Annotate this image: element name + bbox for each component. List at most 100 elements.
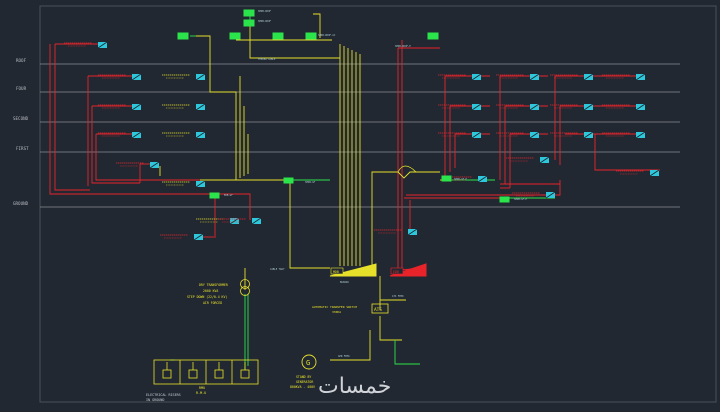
- panel-diagonal: [97, 41, 108, 49]
- panel-diagonal: [583, 73, 594, 81]
- panel-diagonal: [149, 161, 160, 169]
- emergency-distribution-board[interactable]: EDB: [389, 263, 427, 277]
- panel-diagonal: [407, 228, 418, 236]
- busbar-arc: [397, 165, 417, 173]
- svg-text:AIR FORCED: AIR FORCED: [203, 301, 222, 305]
- panel-diagonal: [635, 73, 646, 81]
- svg-text:CABLE TRAY: CABLE TRAY: [270, 268, 285, 271]
- svg-text:FEEDER CABLE: FEEDER CABLE: [258, 58, 276, 61]
- sub-distribution-panel[interactable]: [98, 73, 142, 81]
- main-distribution-board[interactable]: MDB: [329, 263, 377, 277]
- panel-diagonal: [195, 131, 206, 139]
- svg-text:BUSBAR: BUSBAR: [340, 281, 349, 284]
- sub-distribution-panel[interactable]: [616, 169, 660, 177]
- sub-distribution-panel[interactable]: [98, 131, 142, 139]
- panel-diagonal: [193, 233, 204, 241]
- generator-caption: STAND BY GENERATOR 800KVA - 400V: [290, 375, 315, 389]
- svg-text:2000 KVA: 2000 KVA: [203, 289, 218, 293]
- cable-annotations: SMDB-ROOF SMDB-ROOF SMDB-ROOF-AC FEEDER …: [224, 10, 528, 358]
- panel-diagonal: [583, 131, 594, 139]
- sub-distribution-panel[interactable]: [160, 233, 204, 241]
- sub-distribution-panel[interactable]: [438, 73, 482, 81]
- sub-distribution-panel[interactable]: [374, 228, 418, 236]
- sub-distribution-panel[interactable]: [512, 191, 556, 199]
- sub-distribution-panel[interactable]: [64, 41, 108, 49]
- panel-diagonal: [477, 175, 488, 183]
- svg-text:ELECTRICAL RISERS: ELECTRICAL RISERS: [146, 393, 181, 397]
- svg-text:AUTOMATIC TRANSFER SWITCH: AUTOMATIC TRANSFER SWITCH: [312, 305, 357, 309]
- db-ground-green-2[interactable]: [209, 192, 220, 199]
- sub-distribution-panel[interactable]: [162, 73, 206, 81]
- db-roof-green-5[interactable]: [272, 32, 284, 40]
- sub-distribution-panel[interactable]: [496, 131, 540, 139]
- generator-symbol[interactable]: G: [301, 354, 317, 370]
- yellow-cables: [159, 13, 445, 361]
- db-ground-green-1[interactable]: [283, 177, 294, 184]
- green-cables: [170, 13, 555, 370]
- drawing-title: ELECTRICAL RISERS IN GROUND: [146, 393, 181, 402]
- svg-text:GENERATOR: GENERATOR: [296, 380, 313, 384]
- svg-text:800KVA - 400V: 800KVA - 400V: [290, 385, 315, 389]
- panel-diagonal: [545, 191, 556, 199]
- rmu-caption: RMU R.M.U: [196, 386, 206, 395]
- sub-distribution-panel[interactable]: [550, 103, 594, 111]
- panel-diagonal: [583, 103, 594, 111]
- svg-text:GEN FEED: GEN FEED: [338, 355, 350, 358]
- sub-distribution-panel[interactable]: [98, 103, 142, 111]
- panel-diagonal: [529, 103, 540, 111]
- db-ground-green-3[interactable]: [441, 175, 452, 182]
- db-roof-green-4[interactable]: [229, 32, 241, 40]
- svg-text:SMDB-ROOF: SMDB-ROOF: [258, 10, 272, 13]
- svg-text:330KA: 330KA: [332, 310, 341, 314]
- floor-label-roof: ROOF: [16, 58, 27, 63]
- db-roof-green-2[interactable]: [243, 19, 255, 27]
- panel-diagonal: [471, 103, 482, 111]
- mdb-label: MDB: [333, 270, 339, 274]
- svg-text:SMDB-GF: SMDB-GF: [305, 181, 316, 184]
- svg-text:SMDB-GF-E: SMDB-GF-E: [514, 198, 528, 201]
- floor-label-four: FOUR: [16, 86, 27, 91]
- sub-distribution-panel[interactable]: [496, 73, 540, 81]
- sub-distribution-panel[interactable]: [162, 103, 206, 111]
- db-ground-green-4[interactable]: [499, 196, 510, 203]
- sub-distribution-panel[interactable]: [602, 131, 646, 139]
- panel-diagonal: [131, 103, 142, 111]
- db-roof-green-7[interactable]: [427, 32, 439, 40]
- panel-diagonal: [195, 103, 206, 111]
- floor-label-ground: GROUND: [13, 201, 29, 206]
- edb-label: EDB: [393, 270, 399, 274]
- svg-text:SMDB-ROOF: SMDB-ROOF: [258, 20, 272, 23]
- panel-diagonal: [529, 131, 540, 139]
- sub-distribution-panel[interactable]: [550, 73, 594, 81]
- sub-distribution-panel[interactable]: [602, 103, 646, 111]
- sub-distribution-panel[interactable]: [438, 131, 482, 139]
- floor-label-first: FIRST: [16, 146, 29, 151]
- sub-distribution-panel[interactable]: [116, 161, 160, 169]
- sub-distribution-panel[interactable]: [506, 156, 550, 164]
- svg-text:SMDB-GF-E: SMDB-GF-E: [454, 178, 468, 181]
- svg-text:IN GROUND: IN GROUND: [146, 398, 164, 402]
- sub-distribution-panel[interactable]: [550, 131, 594, 139]
- drawing-frame: [39, 5, 717, 403]
- sub-distribution-panel[interactable]: [218, 217, 262, 225]
- ats-switch[interactable]: ATS: [371, 303, 389, 314]
- panel-diagonal: [131, 73, 142, 81]
- sub-distribution-panel[interactable]: [496, 103, 540, 111]
- transformer-symbol[interactable]: [240, 279, 250, 296]
- sub-distribution-panel[interactable]: [602, 73, 646, 81]
- db-roof-green-3[interactable]: [177, 32, 189, 40]
- db-roof-green-1[interactable]: [243, 9, 255, 17]
- panel-diagonal: [635, 131, 646, 139]
- distribution-panels: [64, 41, 660, 241]
- panel-diagonal: [471, 131, 482, 139]
- db-roof-green-6[interactable]: [305, 32, 317, 40]
- sub-distribution-panel[interactable]: [162, 131, 206, 139]
- panel-diagonal: [195, 180, 206, 188]
- svg-text:SMDB-ROOF-AC: SMDB-ROOF-AC: [318, 34, 336, 37]
- watermark-logo: خمسات: [318, 374, 392, 399]
- transformer-caption: DRY TRANSFORMER 2000 KVA STEP DOWN (22/0…: [187, 283, 228, 305]
- sub-distribution-panel[interactable]: [438, 103, 482, 111]
- sub-distribution-panel[interactable]: [162, 180, 206, 188]
- rmu-block[interactable]: [153, 359, 259, 385]
